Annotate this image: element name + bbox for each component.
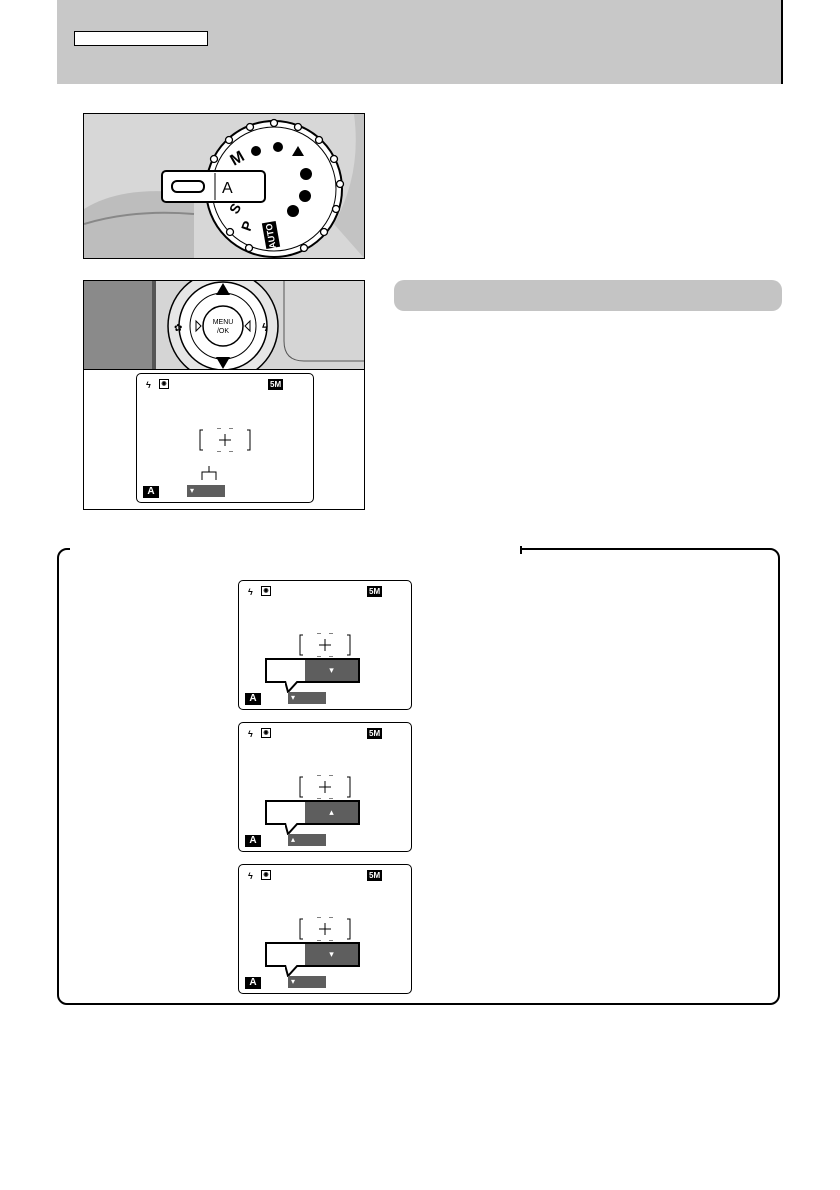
popup-value: ▾ xyxy=(305,944,358,965)
bracket-indicator xyxy=(201,466,217,480)
resolution-badge: 5M xyxy=(367,728,383,739)
value-bar: ▾ xyxy=(288,692,326,704)
heading-bar xyxy=(394,280,782,311)
control-pad-illustration: ✿ ϟ MENU /OK ϟ ◉ 5M A ▾ xyxy=(83,280,365,510)
metering-icon: ◉ xyxy=(261,870,271,880)
flash-icon: ϟ xyxy=(248,871,253,881)
mode-indicator: A xyxy=(143,486,159,498)
lcd-screen-small-2: ϟ ◉ 5M ▴ A ▴ xyxy=(238,722,412,852)
lcd-screen-small-1: ϟ ◉ 5M ▾ A ▾ xyxy=(238,580,412,710)
resolution-badge: 5M xyxy=(268,379,284,390)
value-bar: ▾ xyxy=(187,485,225,497)
mode-indicator: A xyxy=(245,835,261,847)
metering-icon: ◉ xyxy=(159,379,169,389)
header-divider xyxy=(781,0,783,84)
mode-indicator: A xyxy=(245,693,261,705)
af-frame-icon xyxy=(299,775,351,799)
mode-indicator: A xyxy=(245,977,261,989)
popup-value: ▴ xyxy=(305,802,358,823)
value-bar: ▾ xyxy=(288,976,326,988)
resolution-badge: 5M xyxy=(367,870,383,881)
svg-text:ϟ: ϟ xyxy=(262,322,268,334)
lcd-screen-small-3: ϟ ◉ 5M ▾ A ▾ xyxy=(238,864,412,994)
resolution-badge: 5M xyxy=(367,586,383,597)
note-box xyxy=(57,548,780,1005)
flash-icon: ϟ xyxy=(248,729,253,739)
af-frame-icon xyxy=(299,633,351,657)
svg-text:AUTO: AUTO xyxy=(264,223,278,250)
section-label-box xyxy=(74,31,208,46)
note-box-title-gap xyxy=(70,544,522,554)
page-header xyxy=(57,0,781,84)
flash-icon: ϟ xyxy=(146,380,151,390)
metering-icon: ◉ xyxy=(261,728,271,738)
af-frame-icon xyxy=(199,428,251,452)
lcd-screen: ϟ ◉ 5M A ▾ xyxy=(136,373,314,503)
flash-icon: ϟ xyxy=(248,587,253,597)
metering-icon: ◉ xyxy=(261,586,271,596)
value-bar: ▴ xyxy=(288,834,326,846)
mode-dial-illustration: M S P AUTO A xyxy=(83,113,365,259)
menu-ok-button-label-bottom: /OK xyxy=(217,328,229,335)
mode-letter-label: A xyxy=(222,180,233,197)
value-popup: ▾ xyxy=(265,942,360,967)
value-popup: ▴ xyxy=(265,800,360,825)
value-popup: ▾ xyxy=(265,658,360,683)
af-frame-icon xyxy=(299,917,351,941)
popup-value: ▾ xyxy=(305,660,358,681)
note-box-title-cap xyxy=(520,546,522,554)
menu-ok-button-label-top: MENU xyxy=(213,319,234,326)
svg-text:✿: ✿ xyxy=(174,323,182,334)
